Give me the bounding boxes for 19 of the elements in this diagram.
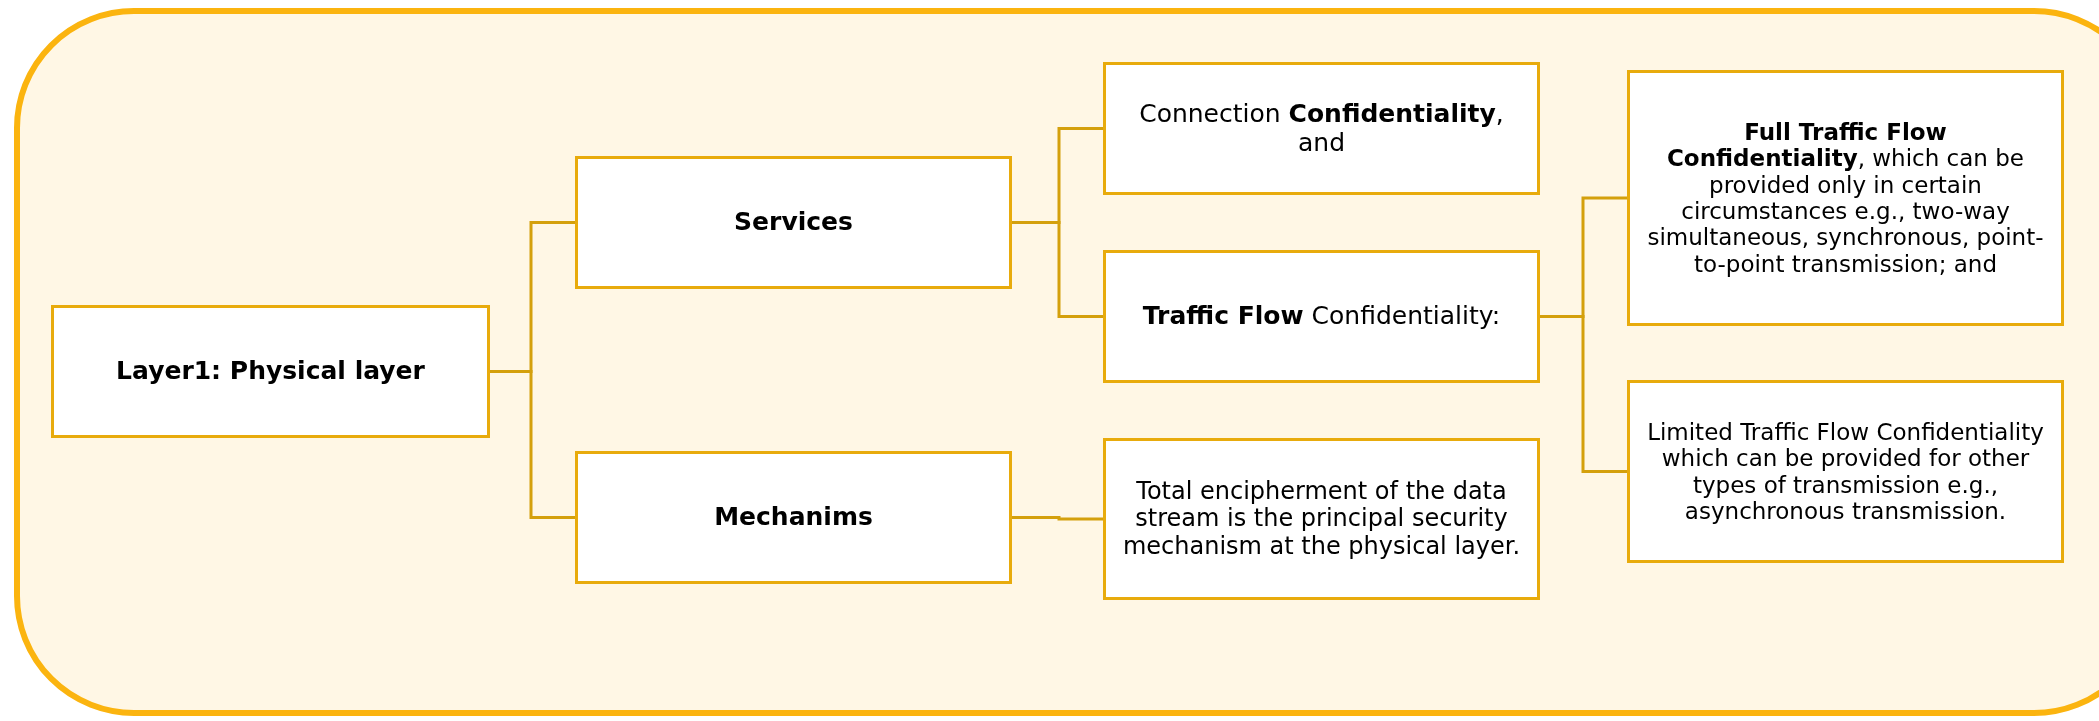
text-box — [1103, 438, 1540, 600]
text-box — [575, 451, 1012, 584]
node-text: Traffic Flow Confidentiality: — [1142, 302, 1501, 331]
node-text: Full Traffic Flow Confidentiality, which can be provided only in certain circumstances e.g., two-way simultaneous, synchronous, point-to-point transmission; and — [1646, 118, 2045, 278]
node-text: Total encipherment of the data stream is the principal security mechanism at the physical layer. — [1121, 477, 1522, 561]
node-text: Mechanims — [714, 503, 873, 532]
text-box — [1627, 380, 2064, 563]
connector-line — [1012, 516, 1103, 521]
node-text: Layer1: Physical layer — [116, 357, 425, 386]
node-text: Connection Confidentiality, and — [1138, 99, 1505, 158]
connector-line — [1540, 315, 1627, 473]
text-box — [1103, 250, 1540, 383]
node-text: Limited Traffic Flow Confidentiality which can be provided for other types of transmission e.g., asynchronous transmission. — [1646, 418, 2045, 525]
text-box — [51, 305, 490, 438]
node-text: Services — [734, 208, 853, 237]
text-box — [575, 156, 1012, 289]
text-box — [1627, 70, 2064, 326]
text-box — [1103, 62, 1540, 195]
connector-line — [490, 370, 575, 519]
